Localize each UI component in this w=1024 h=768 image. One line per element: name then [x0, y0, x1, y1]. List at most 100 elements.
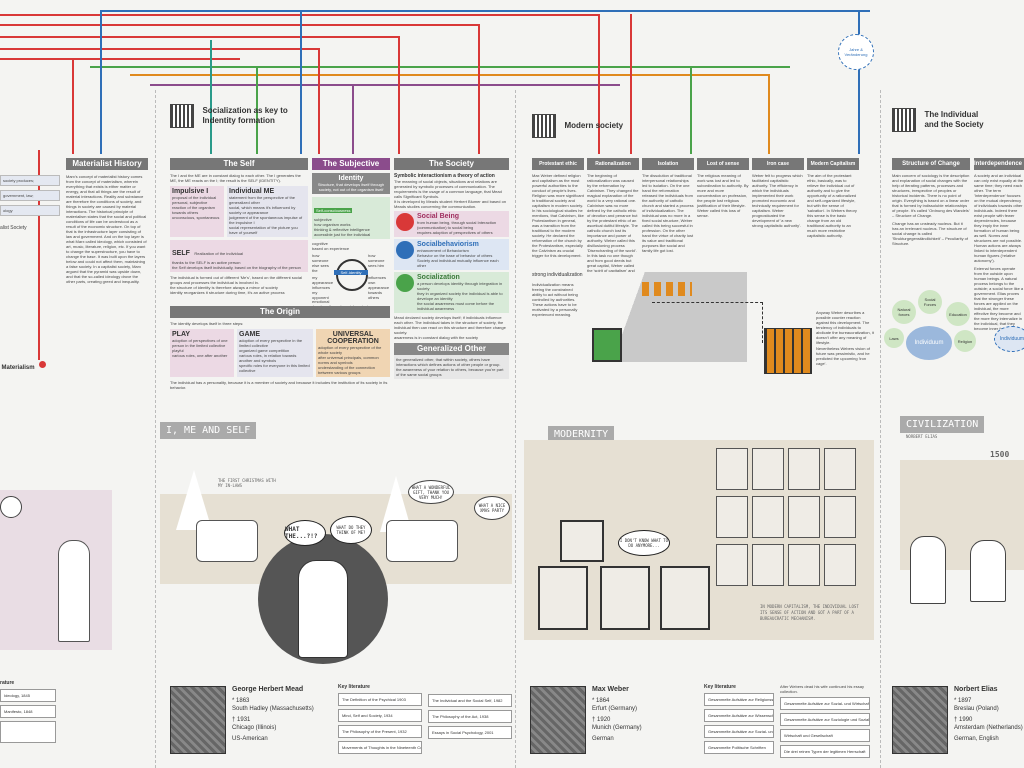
inter-text: A society and an individual can only exi… [974, 173, 1024, 263]
elias-bio: Norbert Elias * 1897 Breslau (Poland) † … [954, 686, 1024, 743]
uni-item-2: understanding of the connection between … [318, 365, 375, 375]
portrait-frame [716, 496, 748, 538]
protestant-text: Max Weber defined religion and capitalis… [532, 173, 584, 258]
capitalism-col: Modern Capitalism The aim of the protest… [807, 158, 859, 288]
isolation-header: Isolation [642, 158, 694, 170]
mead-born-year: 1863 [236, 698, 250, 704]
figure-box-icon [592, 328, 622, 362]
portrait-frame [752, 448, 784, 490]
uni-title-2: COOPERATION [327, 338, 379, 345]
mead-lit2-0: The Individual and the Social Self, 1982 [428, 694, 512, 707]
me-item-0: social, which means it's influenced by s… [229, 205, 296, 215]
left-bio: rature Ideology, 1845 Manifesto, 1848 [0, 680, 56, 746]
group-icon [396, 274, 414, 292]
mead-lit: Key literature The Definition of the Psy… [338, 684, 422, 757]
node-edu: Education [946, 302, 970, 326]
civ-figure-1 [910, 536, 946, 604]
mead-born: * 1863 [232, 698, 250, 704]
change-header: Structure of Change [892, 158, 970, 170]
civilization-title: CIVILIZATION [900, 416, 985, 433]
change-col: Structure of Change Main concern of soci… [892, 158, 970, 246]
bubble-3: WHAT A NICE XMAS PARTY [474, 496, 510, 520]
drop-purple-1 [352, 84, 354, 154]
inter-col: Interdependence A society and an individ… [974, 158, 1024, 331]
uni-item-0: adoption of every perspective of the who… [318, 345, 382, 355]
bubble-2: WHAT A WONDERFUL GIFT, THANK YOU VERY MU… [408, 480, 454, 504]
self-box: SELF Realization of the individual thank… [170, 240, 308, 272]
lost-header: Lost of sense [697, 158, 749, 170]
modern-diagram: strong individualization Individualizati… [532, 262, 874, 382]
elias-died-year: 1990 [959, 717, 973, 723]
isolation-text: The dissolution of traditional interpers… [642, 173, 694, 253]
being-item: requires adoption of perspectives of oth… [417, 230, 493, 235]
orange-figures-icon [642, 282, 692, 296]
frame-top-left [560, 520, 604, 562]
play-item-1: playful [172, 348, 184, 353]
impulsive-item-0: personal, subjective reaction of the org… [172, 200, 215, 215]
mead-lit2-2: Essays in Social Psychology, 2001 [428, 726, 512, 739]
self-outro: The individual is formed out of differen… [170, 275, 302, 285]
play-box: PLAY adoption of perspectives of one per… [170, 329, 234, 377]
portrait-frame [788, 496, 820, 538]
left-frag-4: alist Society [0, 225, 27, 231]
identity-sub: Structure, that develops itself through … [317, 182, 385, 192]
elias-portrait [892, 686, 948, 754]
origin-section: The Origin The identity develops itself … [170, 306, 390, 390]
weber-died: † 1920 [592, 717, 611, 723]
ration-header: Rationalization [587, 158, 639, 170]
portrait-frame [752, 496, 784, 538]
drop-blue-1 [858, 10, 860, 154]
elias-died: † 1990 [954, 717, 973, 723]
weber-nation: German [592, 736, 614, 742]
connector-purple-1 [150, 84, 620, 86]
weber-bio: Max Weber * 1864 Erfurt (Germany) † 1920… [592, 686, 662, 743]
consc-item-3: accessible just for the individual [314, 232, 371, 237]
consc-item-0: subjective [314, 217, 332, 222]
change-text: Main concern of sociology is the descrip… [892, 173, 970, 218]
diagram-right: how someone sees him [368, 253, 385, 268]
weber-died-year: 1920 [597, 717, 611, 723]
weber-lit: Key literature Gesammelte Aufsätze zur R… [704, 684, 774, 757]
identity-box: Identity Structure, that develops itself… [312, 173, 390, 194]
drop-blue-2 [300, 10, 302, 154]
me-item-2: social representation of the picture you… [229, 225, 298, 235]
barcode-icon [532, 114, 556, 138]
portrait-frame [716, 448, 748, 490]
play-item-0: adoption of perspectives of one person i… [172, 338, 228, 348]
drop-red-1 [598, 14, 600, 154]
society-outro: Mead declared society develops itself; i… [394, 315, 506, 335]
left-speech-bubble [0, 496, 22, 518]
grid-dash-3 [880, 90, 881, 768]
origin-header: The Origin [170, 306, 390, 318]
left-bio-header: rature [0, 680, 15, 686]
being-title: Social Being [417, 213, 460, 220]
mead-nation: US-American [232, 736, 268, 742]
impulsive-sub: proposal of the individual [172, 195, 217, 200]
diagram-bottom-right: influences own appearance towards others [368, 275, 390, 300]
drop-pink-1 [100, 10, 102, 154]
behav-title: Socialbehaviorism [417, 241, 479, 248]
barcode-icon [892, 108, 916, 132]
socialization-title-1: Socialization as key to [202, 106, 288, 115]
subjective-header: The Subjective [312, 158, 390, 170]
individuum-right: Individuum [994, 326, 1024, 352]
frame-bottom-3 [660, 566, 710, 630]
behav-text2: Behavior on the base of behavior of othe… [417, 253, 493, 258]
bubble-1: THE FIRST CHRISTMAS WITH MY IN-LAWS [218, 478, 276, 488]
individual-title-1: The Individual [924, 110, 979, 119]
behav-item: Society and individual mutually influenc… [417, 258, 499, 268]
frame-bottom-1 [538, 566, 588, 630]
protestant-header: Protestant ethic [532, 158, 584, 170]
mead-portrait [170, 686, 226, 754]
elias-born-place: Breslau (Poland) [954, 706, 999, 712]
drop-orange-1 [768, 74, 770, 154]
connector-red-4 [0, 48, 320, 50]
self-item-1: the Self develops itself individually, b… [172, 265, 301, 270]
bubble-4: WHAT THE...?!? [284, 520, 326, 546]
socialization-title-2: Indentity formation [202, 116, 275, 125]
inter-header: Interdependence [974, 158, 1024, 170]
elias-born: * 1897 [954, 698, 972, 704]
modern-caption: IN MODERN CAPITALISM, THE INDIVIDUAL LOS… [760, 604, 859, 621]
materialism-marker: Materialism [0, 356, 46, 374]
me-title: Individual ME [229, 188, 275, 195]
